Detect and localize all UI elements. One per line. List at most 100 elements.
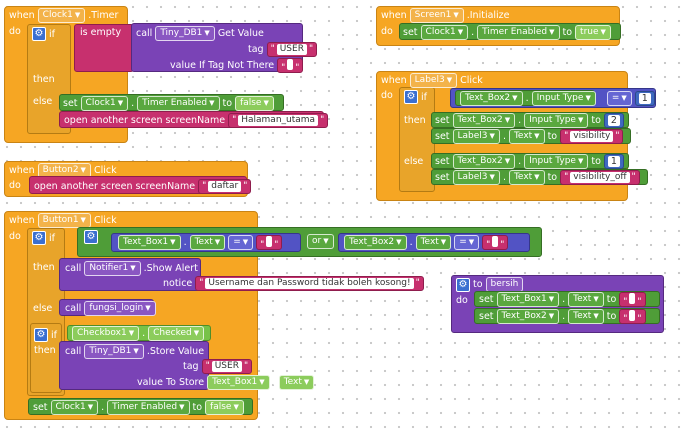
string-literal[interactable]: "USER" xyxy=(201,359,253,374)
label3-header: when Label3▼ Click xyxy=(381,73,483,88)
label3-dropdown[interactable]: Label3▼ xyxy=(409,73,458,88)
else2-row: set Label3▼ . Text▼ to "visibility_off" xyxy=(435,170,640,185)
if-block-label3[interactable] xyxy=(399,87,435,192)
prop-dropdown[interactable]: Text▼ xyxy=(189,235,226,250)
if-block-timer[interactable] xyxy=(27,24,71,134)
gear-icon[interactable]: ⚙ xyxy=(404,90,418,104)
else-label: else xyxy=(33,303,53,314)
checkbox-dropdown[interactable]: Checkbox1▼ xyxy=(72,326,140,341)
if-row: ⚙ if xyxy=(32,27,55,41)
prop-dropdown[interactable]: Text▼ xyxy=(278,375,315,390)
notifier-dropdown[interactable]: Notifier1▼ xyxy=(84,261,141,276)
textbox2-dropdown[interactable]: Text_Box2▼ xyxy=(344,235,407,250)
operator-dropdown[interactable]: =▼ xyxy=(228,235,254,250)
procedure-name[interactable]: bersih xyxy=(485,277,524,292)
do-label: do xyxy=(456,295,468,306)
set-textbox2-row: set Text_Box2▼ . Text▼ to " " xyxy=(479,309,646,324)
empty-string-literal[interactable]: " " xyxy=(482,235,509,250)
if-row: ⚙ if xyxy=(32,231,55,245)
set-clock-false-row: set Clock1▼ . Timer Enabled▼ to false▼ xyxy=(33,400,244,415)
prop-dropdown[interactable]: Input Type▼ xyxy=(531,91,596,106)
boolean-dropdown[interactable]: false▼ xyxy=(205,400,244,415)
tag-row: tag "USER" xyxy=(248,42,318,57)
do-label: do xyxy=(9,180,21,191)
operator-dropdown[interactable]: =▼ xyxy=(454,235,480,250)
empty-string-literal[interactable]: " " xyxy=(619,292,646,307)
textbox1-dropdown[interactable]: Text_Box1▼ xyxy=(496,292,560,307)
clock-dropdown[interactable]: Clock1▼ xyxy=(50,400,99,415)
else-label: else xyxy=(404,156,424,167)
open-screen-row: open another screen screenName "Halaman_… xyxy=(64,113,329,128)
then-label: then xyxy=(33,74,55,85)
prop-dropdown[interactable]: Timer Enabled▼ xyxy=(107,400,190,415)
screen-name-string[interactable]: "daftar" xyxy=(198,179,252,194)
procedure-dropdown[interactable]: fungsi_login▼ xyxy=(84,301,156,316)
empty-string-literal[interactable]: " " xyxy=(256,235,283,250)
clock-dropdown[interactable]: Clock1▼ xyxy=(420,25,469,40)
prop-dropdown[interactable]: Text▼ xyxy=(568,292,604,307)
then-label: then xyxy=(34,345,56,356)
button1-dropdown[interactable]: Button1▼ xyxy=(37,213,91,228)
getvalue-header: call Tiny_DB1▼ Get Value xyxy=(136,26,264,41)
boolean-dropdown[interactable]: true▼ xyxy=(575,25,611,40)
do-label-row: do xyxy=(9,26,21,37)
number-literal[interactable]: 2 xyxy=(603,113,624,128)
prop-dropdown[interactable]: Text▼ xyxy=(568,309,604,324)
prop-dropdown[interactable]: Timer Enabled▼ xyxy=(477,25,560,40)
prop-dropdown[interactable]: Text▼ xyxy=(508,170,545,185)
string-literal[interactable]: "visibility" xyxy=(560,129,624,144)
prop-dropdown[interactable]: Input Type▼ xyxy=(524,154,589,169)
string-literal[interactable]: "USER" xyxy=(266,42,318,57)
prop-dropdown[interactable]: Checked▼ xyxy=(148,326,205,341)
operator-dropdown[interactable]: =▼ xyxy=(606,91,632,106)
compare-textbox2-row: Text_Box2▼ . Text▼ =▼ " " xyxy=(344,235,509,250)
do-label: do xyxy=(9,231,21,242)
textbox2-dropdown[interactable]: Text_Box2▼ xyxy=(460,91,523,106)
prop-dropdown[interactable]: Timer Enabled▼ xyxy=(137,96,220,111)
number-literal[interactable]: 1 xyxy=(603,154,624,169)
textbox1-dropdown[interactable]: Text_Box1▼ xyxy=(207,375,270,390)
clock-dropdown[interactable]: Clock1▼ xyxy=(80,96,129,111)
textbox2-dropdown[interactable]: Text_Box2▼ xyxy=(452,113,516,128)
notice-string[interactable]: "Username dan Password tidak boleh koson… xyxy=(195,276,424,291)
event-label: .Timer xyxy=(88,10,119,21)
prop-dropdown[interactable]: Text▼ xyxy=(415,235,452,250)
clock1-timer-header: when Clock1▼ .Timer xyxy=(9,8,118,23)
or-dropdown[interactable]: or▼ xyxy=(307,234,334,249)
prop-dropdown[interactable]: Text▼ xyxy=(508,129,545,144)
empty-string-literal[interactable]: " " xyxy=(619,309,646,324)
gear-icon[interactable]: ⚙ xyxy=(32,27,46,41)
if-row: ⚙ if xyxy=(34,328,57,342)
call-fungsi-row: call fungsi_login▼ xyxy=(65,301,156,316)
is-empty-block[interactable] xyxy=(74,24,134,72)
textbox1-dropdown[interactable]: Text_Box1▼ xyxy=(118,235,181,250)
number-literal[interactable]: 1 xyxy=(634,91,655,106)
label3-dropdown[interactable]: Label3▼ xyxy=(452,170,500,185)
button2-header: when Button2▼ Click xyxy=(9,163,117,178)
then-label: then xyxy=(404,115,426,126)
textbox2-dropdown[interactable]: Text_Box2▼ xyxy=(496,309,560,324)
component-dropdown[interactable]: Clock1▼ xyxy=(37,8,86,23)
set-textbox1-row: set Text_Box1▼ . Text▼ to " " xyxy=(479,292,646,307)
tinydb-dropdown[interactable]: Tiny_DB1▼ xyxy=(84,344,144,359)
gear-icon[interactable]: ⚙ xyxy=(32,231,46,245)
empty-string-literal[interactable]: " " xyxy=(277,58,304,73)
label3-dropdown[interactable]: Label3▼ xyxy=(452,129,500,144)
gear-icon[interactable]: ⚙ xyxy=(456,277,470,292)
gear-icon[interactable]: ⚙ xyxy=(84,230,98,244)
prop-dropdown[interactable]: Input Type▼ xyxy=(524,113,589,128)
method-label: Get Value xyxy=(217,28,264,39)
set-clock-row: set Clock1▼ . Timer Enabled▼ to false▼ xyxy=(63,96,274,111)
or-label: or▼ xyxy=(307,234,334,249)
tinydb-dropdown[interactable]: Tiny_DB1▼ xyxy=(155,26,215,41)
then1-row: set Text_Box2▼ . Input Type▼ to 2 xyxy=(435,113,624,128)
string-literal[interactable]: "visibility_off" xyxy=(560,170,640,185)
compare-textbox1-row: Text_Box1▼ . Text▼ =▼ " " xyxy=(118,235,283,250)
gear-icon[interactable]: ⚙ xyxy=(34,328,48,342)
boolean-dropdown[interactable]: false▼ xyxy=(235,96,274,111)
screen-dropdown[interactable]: Screen1▼ xyxy=(409,8,464,23)
screen-name-string[interactable]: "Halaman_utama" xyxy=(228,113,329,128)
compare-row: Text_Box2▼ . Input Type▼ =▼ 1 xyxy=(460,91,655,106)
do-label: do xyxy=(381,90,393,101)
textbox2-dropdown[interactable]: Text_Box2▼ xyxy=(452,154,516,169)
